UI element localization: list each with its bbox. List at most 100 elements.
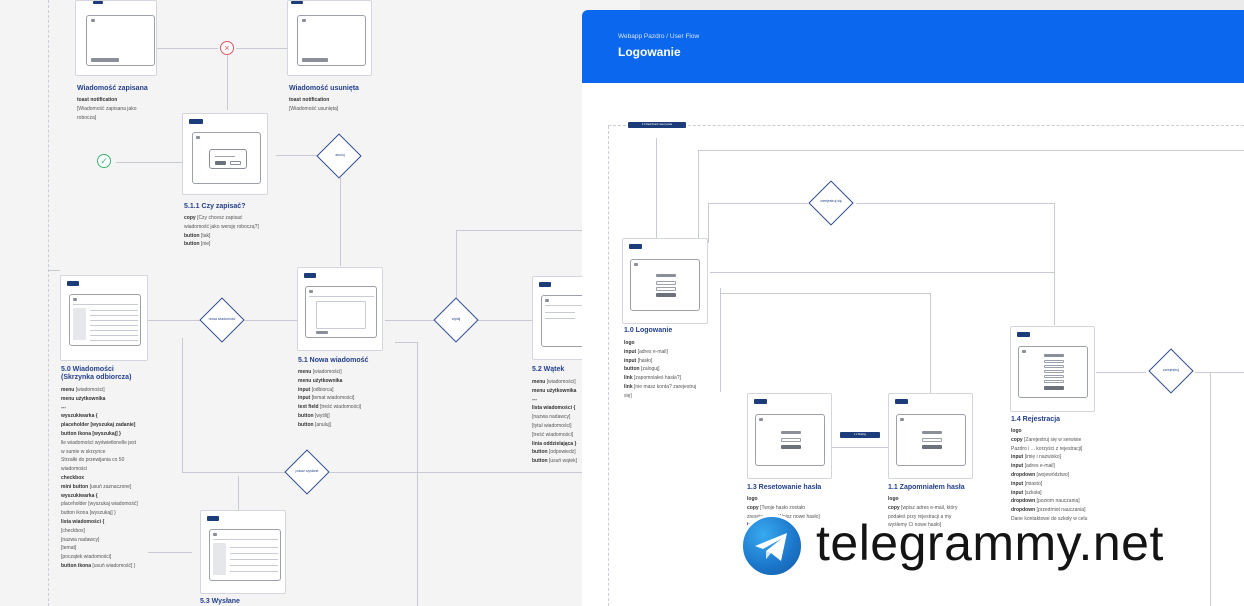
description-line: button [wyślij] — [298, 412, 330, 419]
description-line: [temat] — [61, 545, 77, 552]
description-line: toast notification — [77, 97, 118, 103]
node-title: 5.1.1 Czy zapisać? — [184, 203, 246, 210]
wireframe-card-forgot[interactable] — [888, 393, 973, 479]
description-line: copy [wpisz adres e-mail, który — [888, 504, 958, 511]
decision-label: nowa wiadomość — [208, 317, 236, 321]
connector — [148, 320, 200, 321]
wireframe-card-new-message[interactable] — [297, 267, 383, 351]
node-tag — [67, 281, 79, 286]
connector — [930, 293, 931, 393]
screen-thumbnail — [69, 294, 141, 346]
description-line: button [odpowiedz] — [532, 449, 576, 456]
connector — [656, 138, 657, 238]
description-line: --- — [532, 396, 537, 403]
connector — [456, 230, 457, 300]
description-line: button [zaloguj] — [624, 366, 660, 373]
connector — [832, 447, 888, 448]
link-pill-dashboard[interactable]: 2.0 Dashboard nauczyciela — [628, 122, 686, 128]
watermark-text: telegrammy.net — [816, 515, 1164, 571]
node-tag — [629, 244, 642, 249]
node-tag — [754, 399, 767, 404]
connector — [148, 552, 192, 553]
decision-label: wyślij — [451, 317, 461, 321]
description-line: [checkbox] — [61, 527, 85, 534]
description-line: input [miasto] — [1011, 480, 1043, 487]
wireframe-card-login[interactable] — [622, 238, 708, 324]
description-line: link [nie masz konta? zarejestruj — [624, 383, 697, 390]
node-description: toast notification[Wiadomość usunięta] — [289, 96, 338, 114]
connector — [710, 272, 1054, 273]
pill-label: 2.0 Dashboard nauczyciela — [641, 123, 673, 126]
description-line: menu [wiadomości] — [532, 379, 576, 385]
description-line: text field [treść wiadomości] — [298, 404, 362, 411]
description-line: robocza] — [77, 114, 97, 121]
breadcrumb: Webapp Pazdro / User Flow — [618, 33, 700, 40]
description-line: wiadomość jako wersję roboczą?] — [184, 223, 259, 230]
description-line: Pazdro i ... korzyści z rejestracji] — [1011, 445, 1083, 452]
connector — [385, 320, 435, 321]
description-line: menu [wiadomości] — [61, 387, 105, 393]
description-line: wyszukiwarka { — [61, 492, 98, 499]
description-line: Strzałki do przewijania co 50 — [61, 457, 125, 464]
link-pill-mailing[interactable]: 1.2 Mailing — [840, 432, 880, 438]
wireframe-card-confirm[interactable] — [182, 113, 268, 195]
node-title: 5.1 Nowa wiadomość — [298, 357, 369, 364]
description-line: input [odbiorca] — [298, 386, 334, 393]
description-line: placeholder [wyszukaj zadanie] — [61, 422, 136, 429]
screen-thumbnail — [192, 132, 261, 184]
connector — [1096, 372, 1146, 373]
description-line: input [hasło] — [624, 357, 653, 364]
page-title: Logowanie — [618, 45, 681, 59]
wireframe-card-saved[interactable] — [75, 0, 157, 76]
node-tag — [291, 1, 303, 4]
description-line: dropdown [poziom nauczania] — [1011, 498, 1080, 505]
description-line: toast notification — [289, 97, 330, 103]
description-line: menu [wiadomości] — [298, 369, 342, 375]
wireframe-card-inbox[interactable] — [60, 275, 148, 361]
telegram-logo-icon — [740, 514, 804, 578]
description-line: menu użytkownika — [298, 377, 343, 384]
description-line: menu użytkownika — [61, 395, 106, 402]
description-line: logo — [1011, 428, 1022, 434]
description-line: się] — [624, 392, 632, 399]
connector — [156, 48, 218, 49]
connector — [116, 162, 182, 163]
node-title: 1.3 Resetowanie hasła — [747, 484, 822, 491]
description-line: button [nie] — [184, 241, 211, 248]
node-description: toast notification [Wiadomość zapisana ja… — [77, 96, 136, 122]
node-tag — [93, 1, 103, 4]
decision-label: pokaż wysłane — [295, 469, 319, 473]
screen-thumbnail — [1018, 346, 1088, 398]
screen-thumbnail — [297, 15, 366, 66]
description-line: dropdown [województwo] — [1011, 471, 1070, 478]
wireframe-card-reset[interactable] — [747, 393, 832, 479]
description-line: w sumie w skrzynce — [61, 448, 106, 455]
connector — [48, 270, 60, 271]
decision-label: anuluj — [335, 153, 345, 157]
wireframe-card-sent[interactable] — [200, 510, 286, 594]
connector — [417, 342, 418, 606]
description-line: logo — [624, 340, 635, 346]
description-line: --- — [61, 404, 66, 411]
node-tag — [895, 399, 908, 404]
connector — [720, 288, 721, 392]
description-line: menu użytkownika — [532, 387, 577, 394]
connector — [227, 55, 228, 110]
connector — [708, 203, 808, 204]
wireframe-card-register[interactable] — [1010, 326, 1095, 412]
decision-label: zarejestruj — [1162, 368, 1180, 372]
connector — [330, 472, 582, 473]
description-line: [początek wiadomości] — [61, 554, 112, 561]
node-title: 1.0 Logowanie — [624, 327, 673, 334]
wireframe-card-removed[interactable] — [287, 0, 372, 76]
node-tag — [189, 119, 203, 124]
node-tag — [539, 282, 551, 287]
description-line: input [adres e-mail] — [624, 348, 668, 355]
node-title: Wiadomość usunięta — [289, 85, 359, 92]
description-line: [Wiadomość zapisana jako — [77, 105, 137, 112]
node-title: 5.3 Wysłane — [200, 598, 240, 605]
